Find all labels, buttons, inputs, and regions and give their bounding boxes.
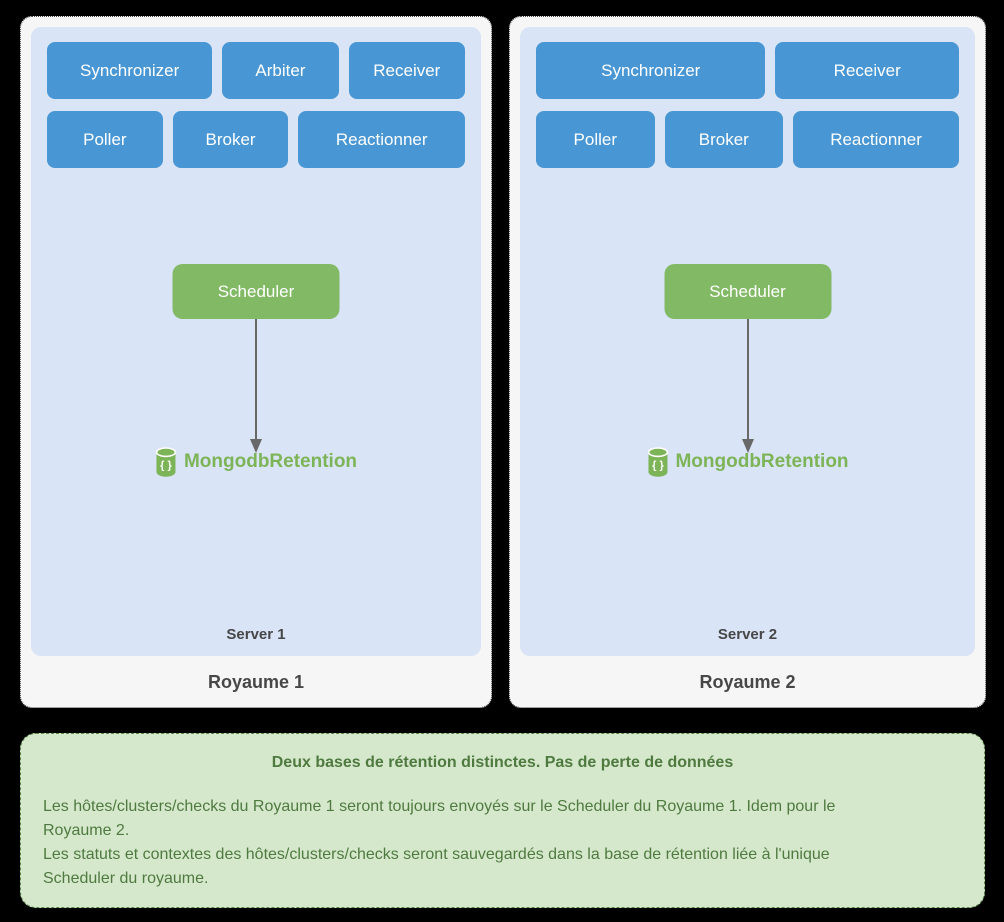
component-synchronizer: Synchronizer <box>536 42 766 99</box>
component-reactionner: Reactionner <box>793 111 959 168</box>
retention-label: MongodbRetention <box>183 451 358 472</box>
retention-label: MongodbRetention <box>675 451 849 472</box>
note-box: Deux bases de rétention distinctes. Pas … <box>20 733 985 908</box>
royaume-2-panel: Synchronizer Receiver Poller Broker Reac… <box>509 16 986 708</box>
arrow-down-icon <box>741 319 754 453</box>
note-text-line: Les hôtes/clusters/checks du Royaume 1 s… <box>43 798 836 815</box>
component-synchronizer: Synchronizer <box>47 42 213 99</box>
royaume-title: Royaume 1 <box>207 671 305 692</box>
royaume-1-panel: Synchronizer Arbiter Receiver Poller Bro… <box>20 16 492 708</box>
server-2-box: Synchronizer Receiver Poller Broker Reac… <box>520 27 975 656</box>
component-poller: Poller <box>47 111 163 168</box>
component-reactionner: Reactionner <box>298 111 466 168</box>
scheduler-box: Scheduler <box>664 264 831 319</box>
scheduler-box: Scheduler <box>172 264 340 319</box>
component-arbiter: Arbiter <box>222 42 339 99</box>
retention-db: { } MongodbRetention <box>646 447 849 477</box>
component-receiver: Receiver <box>348 42 465 99</box>
royaume-title: Royaume 2 <box>699 671 796 692</box>
retention-db: { } MongodbRetention <box>155 447 357 477</box>
note-text-line: Les statuts et contextes des hôtes/clust… <box>43 846 830 863</box>
component-receiver: Receiver <box>775 42 959 99</box>
database-icon: { } <box>155 447 177 477</box>
braces-glyph: { } <box>160 460 172 472</box>
server-label: Server 2 <box>717 626 778 643</box>
component-broker: Broker <box>172 111 289 168</box>
arrow-down-icon <box>250 319 262 453</box>
braces-glyph: { } <box>652 460 664 472</box>
note-text-line: Scheduler du royaume. <box>43 870 209 887</box>
note-text-line: Royaume 2. <box>43 822 130 839</box>
component-broker: Broker <box>664 111 784 168</box>
note-title: Deux bases de rétention distinctes. Pas … <box>271 754 734 771</box>
component-row: Poller Broker Reactionner <box>536 111 959 168</box>
server-1-box: Synchronizer Arbiter Receiver Poller Bro… <box>31 27 481 656</box>
database-icon: { } <box>647 447 668 477</box>
component-poller: Poller <box>536 111 655 168</box>
component-row: Poller Broker Reactionner <box>47 111 466 168</box>
server-label: Server 1 <box>226 626 286 643</box>
component-row: Synchronizer Arbiter Receiver <box>47 27 465 99</box>
component-row: Synchronizer Receiver <box>536 27 959 99</box>
